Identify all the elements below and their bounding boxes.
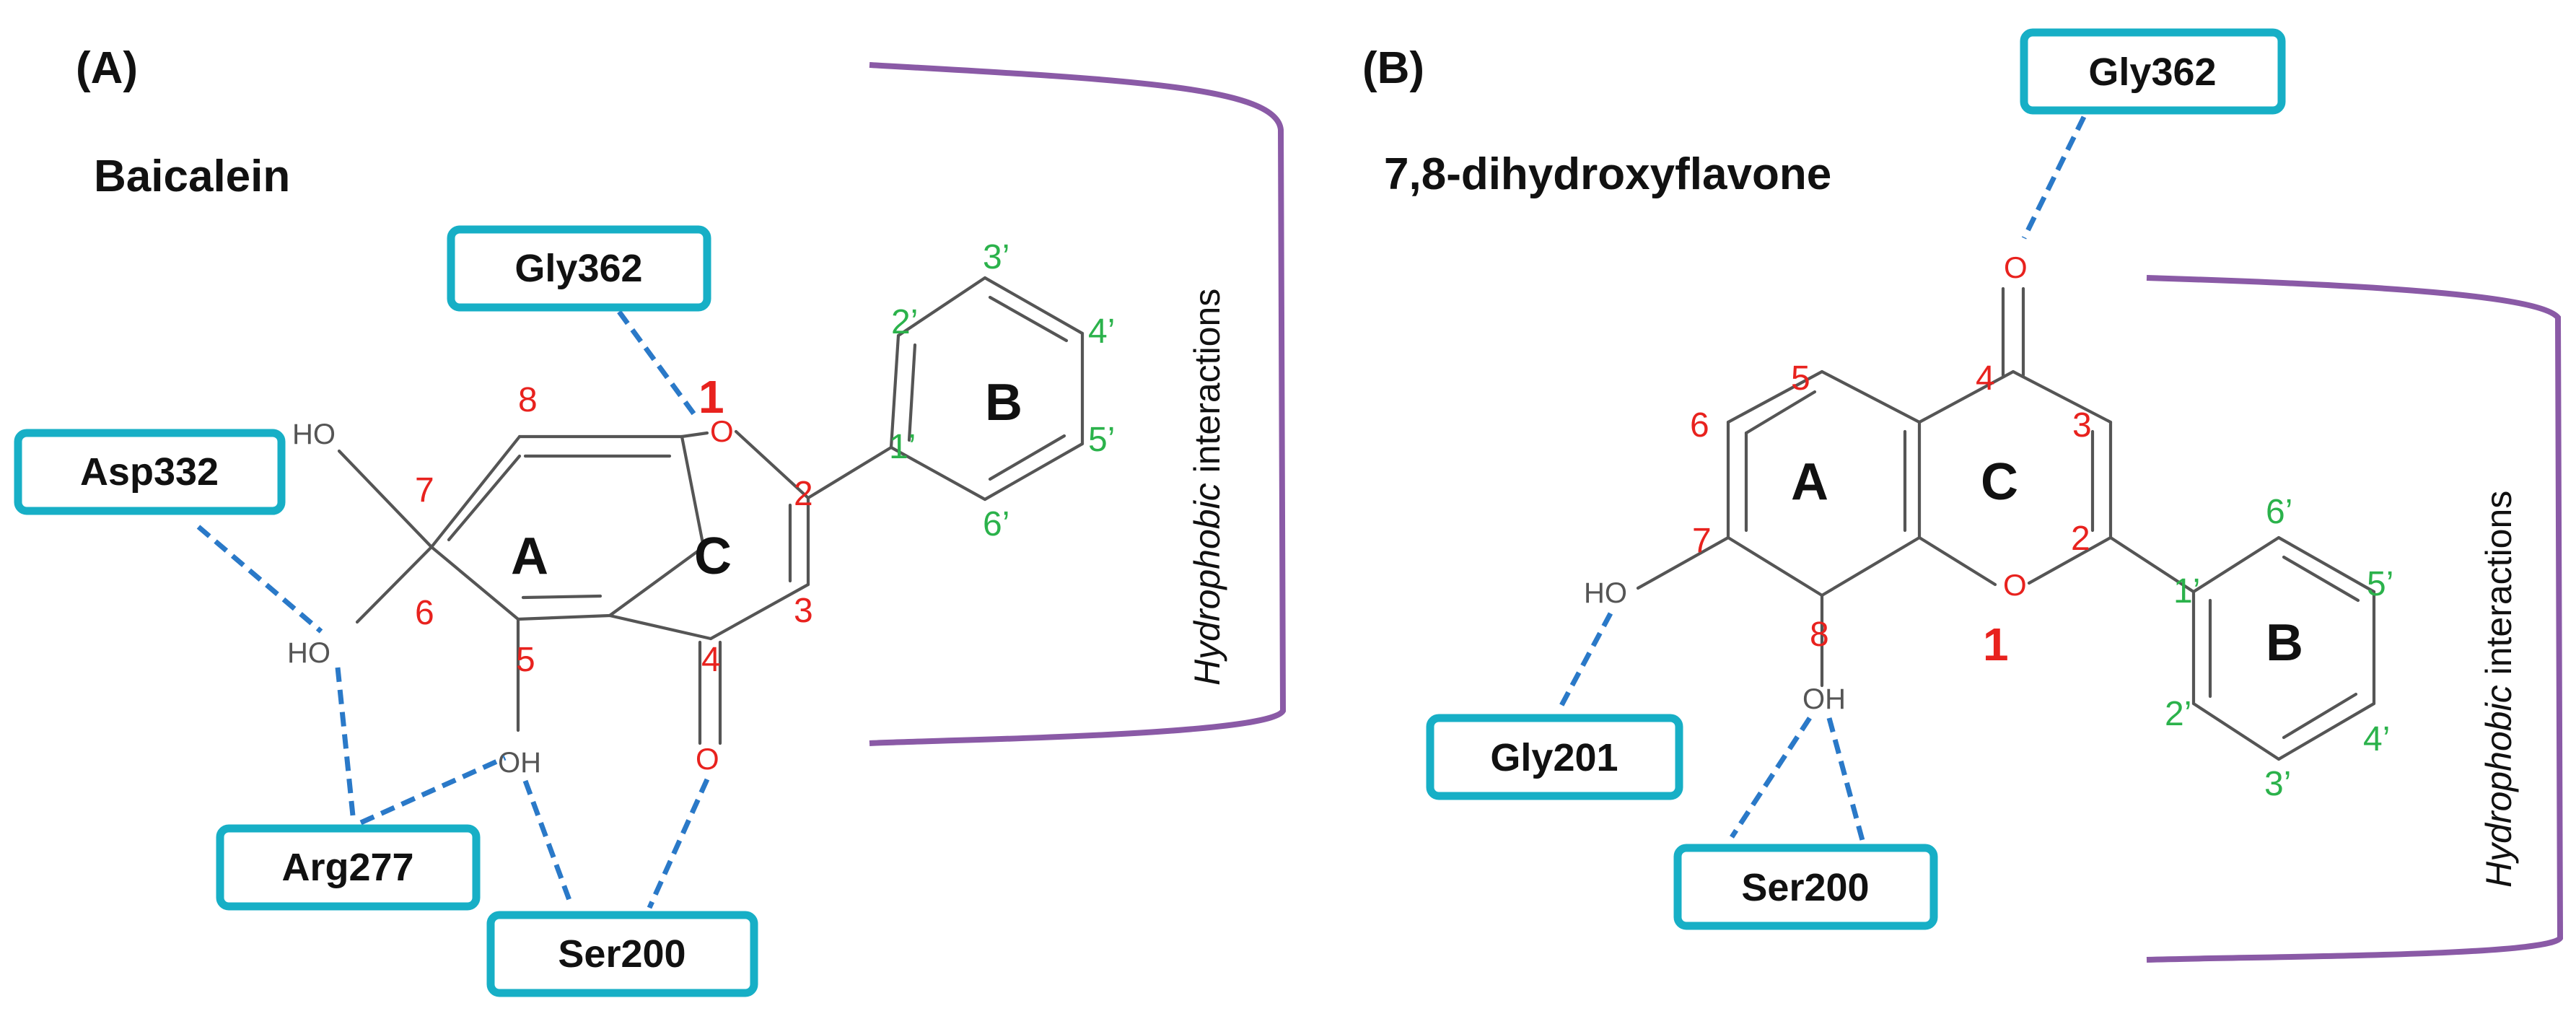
panel-a-ring-oxygen: O — [710, 414, 734, 448]
panel-b-hydroxyl-7: HO — [1584, 577, 1627, 609]
panel-a-hydrophobic-prefix: Hydro — [1187, 590, 1227, 686]
panel-a: (A) Baicalein — [14, 43, 1287, 997]
panel-a-hydrophobic-suffix: interactions — [1187, 289, 1227, 483]
panel-b-molecule-bonds — [1636, 286, 2376, 761]
panel-a-position-3p: 3’ — [983, 238, 1009, 276]
panel-b-hydroxyl-8: OH — [1802, 683, 1846, 715]
panel-b-position-2p: 2’ — [2165, 695, 2191, 733]
panel-a-hydroxyl-5: OH — [498, 747, 541, 779]
panel-a-position-6: 6 — [415, 594, 434, 632]
panel-a-hydrogen-bonds — [196, 310, 710, 909]
panel-a-ring-b: B — [985, 374, 1022, 432]
panel-b-position-3: 3 — [2072, 406, 2092, 445]
panel-b-position-6p: 6’ — [2266, 493, 2292, 531]
panel-a-residue-arg277: Arg277 — [216, 824, 481, 911]
panel-a-position-1: 1 — [698, 371, 724, 423]
panel-b-position-5: 5 — [1791, 359, 1810, 398]
panel-a-position-4p: 4’ — [1088, 312, 1115, 351]
panel-a-hydroxyl-7: HO — [292, 419, 336, 450]
panel-b-residue-ser200-label: Ser200 — [1741, 866, 1869, 909]
panel-a-compound-name: Baicalein — [94, 152, 290, 201]
panel-a-position-7: 7 — [415, 471, 434, 509]
panel-b-ring-b: B — [2266, 614, 2303, 672]
panel-b-position-1: 1 — [1983, 618, 2009, 670]
panel-b: (B) 7,8-dihydroxyflavone — [1362, 28, 2564, 963]
panel-b-residue-gly362: Gly362 — [2020, 28, 2286, 115]
panel-a-molecule-bonds — [337, 276, 1085, 745]
panel-b-carbonyl-oxygen: O — [2004, 250, 2028, 284]
panel-b-position-2: 2 — [2071, 520, 2090, 558]
panel-b-position-1p: 1’ — [2173, 572, 2200, 611]
panel-b-hydrophobic-bracket — [2146, 275, 2564, 963]
panel-b-ring-a: A — [1791, 453, 1828, 511]
panel-a-ring-a: A — [511, 528, 548, 585]
panel-a-position-2p: 2’ — [891, 303, 918, 341]
panel-a-carbonyl-oxygen: O — [696, 742, 719, 776]
panel-a-position-5p: 5’ — [1088, 421, 1115, 459]
panel-a-residue-asp332-label: Asp332 — [80, 450, 219, 494]
panel-b-ring-c: C — [1981, 453, 2018, 511]
panel-b-position-4: 4 — [1976, 359, 1995, 398]
panel-b-hydrogen-bonds — [1556, 115, 2087, 844]
panel-b-hydrophobic-mid: phobic — [2479, 685, 2519, 792]
panel-b-hydrophobic-prefix: Hydro — [2479, 792, 2519, 888]
panel-a-position-6p: 6’ — [983, 505, 1009, 543]
panel-a-hydroxyl-6: HO — [287, 637, 330, 669]
panel-b-compound-name: 7,8-dihydroxyflavone — [1384, 149, 1831, 199]
panel-a-ring-c: C — [694, 528, 732, 585]
panel-b-position-6: 6 — [1690, 406, 1709, 445]
panel-a-position-2: 2 — [794, 475, 813, 513]
panel-a-position-8: 8 — [518, 381, 538, 419]
panel-a-position-1p: 1’ — [889, 428, 916, 466]
panel-a-residue-ser200-label: Ser200 — [558, 932, 685, 976]
panel-b-residue-gly362-label: Gly362 — [2088, 51, 2216, 94]
panel-a-hydrophobic-mid: phobic — [1187, 483, 1227, 590]
panel-a-residue-gly362-label: Gly362 — [514, 247, 642, 290]
panel-a-hydrophobic-label: Hydrophobic interactions — [1187, 289, 1227, 686]
panel-b-ring-oxygen: O — [2003, 568, 2027, 602]
panel-a-hydrophobic-bracket — [869, 62, 1287, 746]
panel-a-residue-asp332: Asp332 — [14, 429, 286, 515]
panel-b-position-3p: 3’ — [2264, 765, 2291, 803]
panel-b-position-8: 8 — [1810, 616, 1829, 654]
panel-a-label: (A) — [76, 43, 138, 93]
panel-b-position-7: 7 — [1692, 522, 1712, 560]
panel-b-label: (B) — [1362, 43, 1424, 93]
panel-a-position-5: 5 — [516, 641, 535, 679]
panel-b-position-5p: 5’ — [2367, 565, 2393, 603]
panel-b-hydrophobic-label: Hydrophobic interactions — [2479, 491, 2519, 888]
panel-a-residue-gly362: Gly362 — [447, 225, 711, 312]
panel-b-position-4p: 4’ — [2363, 720, 2390, 758]
panel-a-residue-ser200: Ser200 — [486, 911, 758, 997]
panel-a-position-3: 3 — [794, 592, 813, 630]
panel-b-residue-gly201-label: Gly201 — [1490, 736, 1618, 779]
panel-a-position-4: 4 — [701, 641, 721, 679]
panel-b-hydrophobic-suffix: interactions — [2479, 491, 2519, 686]
panel-b-residue-gly201: Gly201 — [1426, 714, 1683, 800]
panel-a-residue-arg277-label: Arg277 — [281, 846, 413, 889]
panel-b-residue-ser200: Ser200 — [1673, 844, 1938, 930]
